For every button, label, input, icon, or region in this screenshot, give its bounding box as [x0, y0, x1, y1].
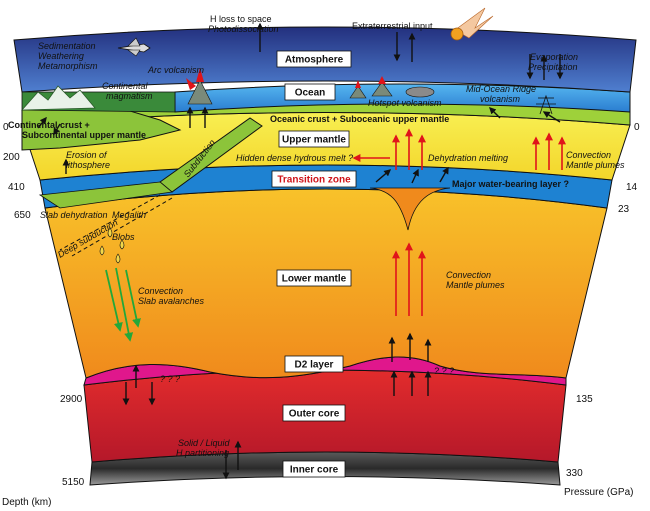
- water-layer-label: Major water-bearing layer ?: [452, 179, 569, 189]
- lower-mantle-label: Lower mantle: [282, 274, 347, 285]
- meteor-icon: [450, 7, 494, 41]
- mor-label-2: volcanism: [480, 94, 521, 104]
- mountain-range: [21, 85, 96, 111]
- transition-zone-label: Transition zone: [277, 175, 351, 186]
- transition-zone-box: Transition zone: [271, 170, 357, 188]
- depth-tick-5150: 5150: [62, 477, 85, 488]
- hidden-melt-label: Hidden dense hydrous melt ?: [236, 153, 353, 163]
- black-arrows: [37, 22, 564, 480]
- erosion-label-2: lithosphere: [66, 160, 110, 170]
- extraterrestrial-label: Extraterrestrial input: [352, 21, 433, 31]
- stagnant-slab: [38, 181, 173, 209]
- precipitation-label: Precipitation: [528, 62, 578, 72]
- deep-subduction-line-2: [71, 197, 173, 257]
- solid-liquid-label: Solid / Liquid: [178, 438, 231, 448]
- convection-lower-label: Convection: [446, 270, 491, 280]
- continental-crust-label-1: Continental crust +: [8, 120, 90, 130]
- ocean-box: Ocean: [284, 83, 336, 101]
- pressure-tick-14: 14: [626, 182, 638, 193]
- d2-qmarks-left: ? ? ?: [160, 374, 180, 384]
- deep-subduction-line: [59, 194, 161, 251]
- magmatism-label: magmatism: [106, 91, 153, 101]
- d2-qmarks-right: ? ? ?: [434, 366, 454, 376]
- transition-zone-plume-bump: [369, 187, 451, 231]
- slab-avalanches-label: Slab avalanches: [138, 296, 205, 306]
- depth-tick-0: 0: [3, 122, 9, 133]
- megalith-label: Megalith: [112, 210, 146, 220]
- mantle-plumes-upper-label: Mantle plumes: [566, 160, 625, 170]
- photodissociation-label: Photodissociation: [208, 24, 279, 34]
- d2-layer-box: D2 layer: [284, 355, 344, 373]
- ocean-label: Ocean: [295, 88, 326, 99]
- arc-volcanism-label: Arc volcanism: [147, 65, 205, 75]
- mantle-plumes-lower-label: Mantle plumes: [446, 280, 505, 290]
- inner-core-box: Inner core: [282, 460, 346, 478]
- pressure-tick-330: 330: [566, 468, 583, 479]
- pressure-axis-title: Pressure (GPa): [564, 487, 633, 498]
- continental-label: Continental: [102, 81, 149, 91]
- mid-ocean-ridge-icon: [536, 94, 556, 115]
- hotspot-volcano-icon: [349, 76, 435, 99]
- h-loss-label: H loss to space: [210, 14, 272, 24]
- arc-volcano-icon: [186, 68, 213, 105]
- blobs-label: Blobs: [112, 232, 135, 242]
- upper-mantle-label: Upper mantle: [282, 135, 346, 146]
- inner-core-label: Inner core: [290, 465, 339, 476]
- pressure-tick-0: 0: [634, 122, 640, 133]
- depth-tick-650: 650: [14, 210, 31, 221]
- atmosphere-box: Atmosphere: [276, 50, 352, 68]
- blobs-droplets: [99, 227, 125, 264]
- depth-tick-2900: 2900: [60, 394, 83, 405]
- pressure-tick-23: 23: [618, 204, 630, 215]
- slab-dehydration-label: Slab dehydration: [40, 210, 108, 220]
- upper-mantle-box: Upper mantle: [278, 130, 350, 148]
- mor-label-1: Mid-Ocean Ridge: [466, 84, 536, 94]
- depth-tick-410: 410: [8, 182, 25, 193]
- dehydration-melting-label: Dehydration melting: [428, 153, 508, 163]
- depth-tick-200: 200: [3, 152, 20, 163]
- pressure-tick-135: 135: [576, 394, 593, 405]
- lower-mantle-box: Lower mantle: [276, 269, 352, 287]
- green-arrows: [105, 267, 141, 342]
- convection-upper-label: Convection: [566, 150, 611, 160]
- weathering-label: Weathering: [38, 51, 84, 61]
- space-shuttle-icon: [117, 37, 151, 57]
- continental-crust-label-2: Subcontinental upper mantle: [22, 130, 146, 140]
- outer-core-label: Outer core: [289, 409, 340, 420]
- outer-core-box: Outer core: [282, 404, 346, 422]
- sedimentation-label: Sedimentation: [38, 41, 96, 51]
- red-arrows: [352, 128, 566, 316]
- d2-layer-label: D2 layer: [295, 360, 334, 371]
- erosion-label-1: Erosion of: [66, 150, 108, 160]
- atmosphere-label: Atmosphere: [285, 55, 344, 66]
- depth-axis-title: Depth (km): [2, 497, 51, 508]
- h-partitioning-label: H partitioning: [176, 448, 229, 458]
- oceanic-crust-label: Oceanic crust + Suboceanic upper mantle: [270, 114, 449, 124]
- hotspot-label: Hotspot volcanism: [368, 98, 442, 108]
- convection-lower-left-label: Convection: [138, 286, 183, 296]
- evaporation-label: Evaporation: [530, 52, 578, 62]
- metamorphism-label: Metamorphism: [38, 61, 98, 71]
